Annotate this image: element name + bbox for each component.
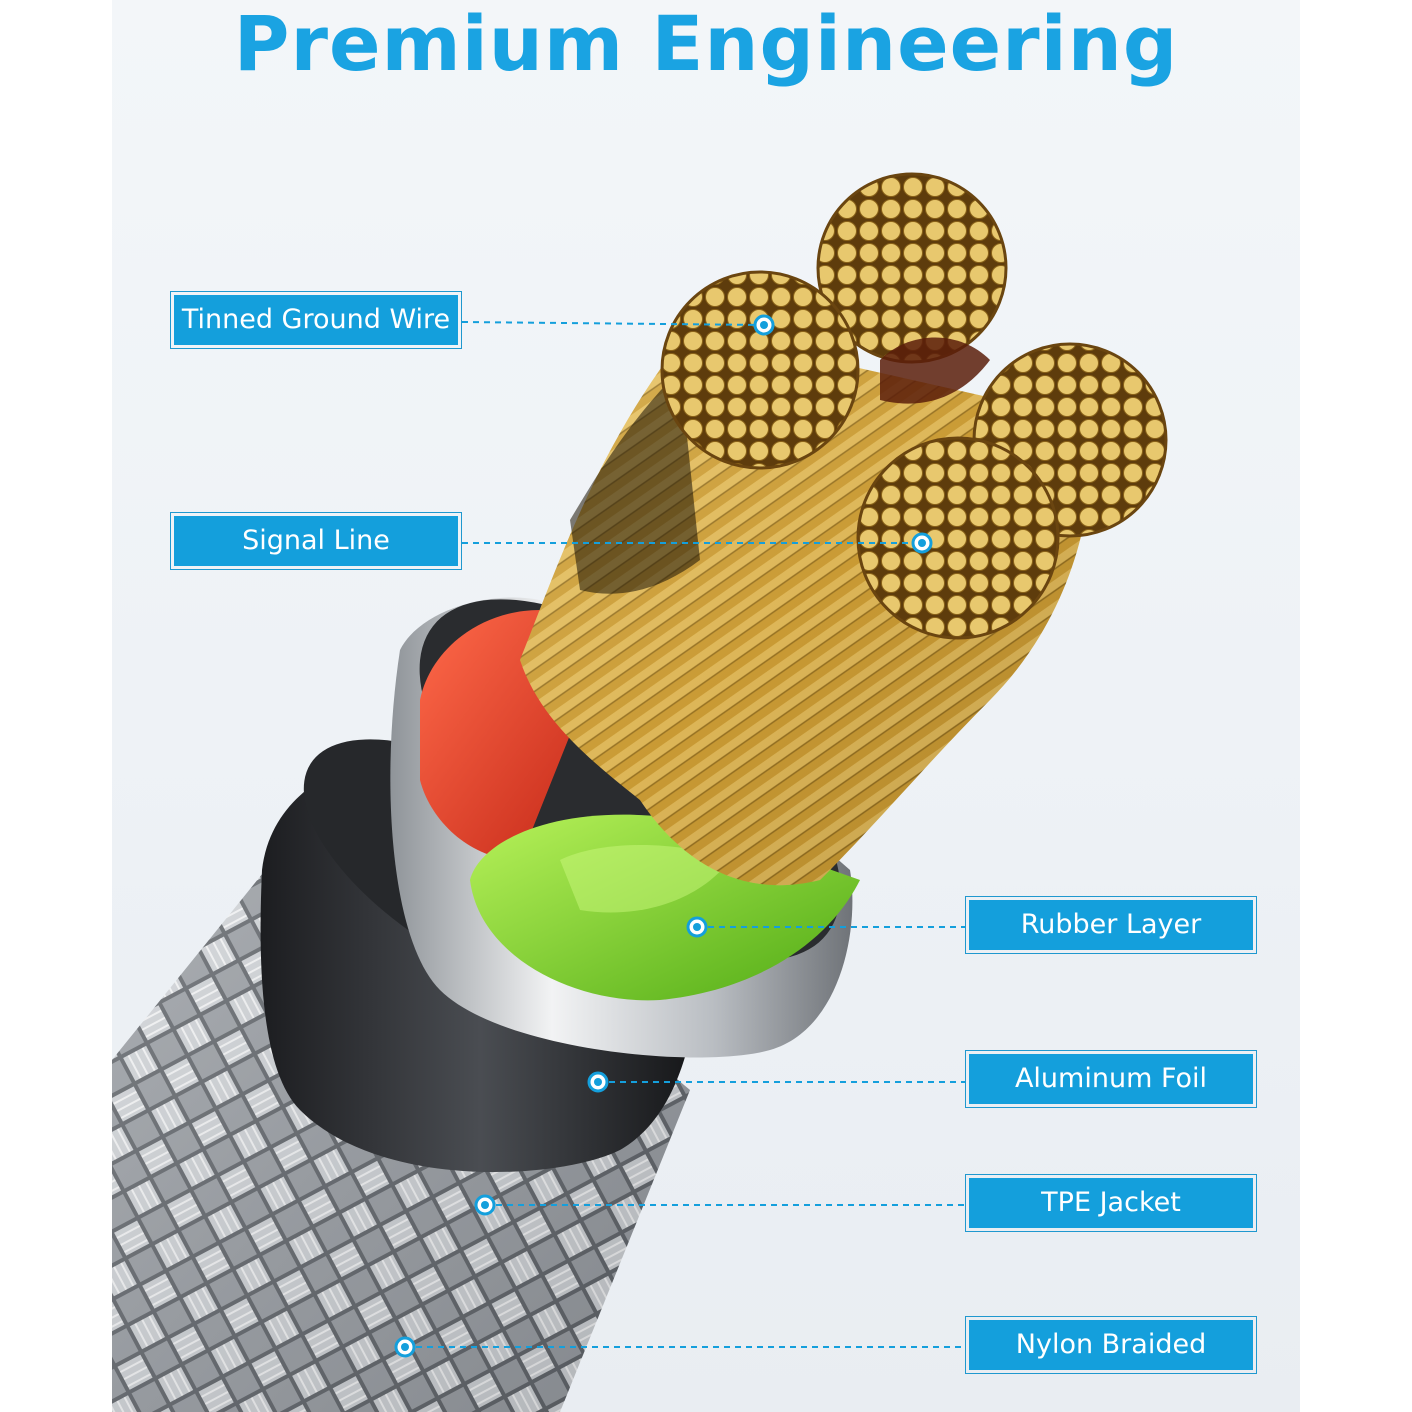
label-rubber-layer: Rubber Layer (965, 896, 1257, 954)
label-text: Nylon Braided (969, 1320, 1253, 1370)
page-title: Premium Engineering (233, 0, 1179, 88)
label-signal-line: Signal Line (170, 512, 462, 570)
label-text: TPE Jacket (969, 1178, 1253, 1228)
label-aluminum-foil: Aluminum Foil (965, 1050, 1257, 1108)
leader-lines (405, 321, 965, 1348)
label-text: Signal Line (174, 516, 458, 566)
anchor-dots (394, 314, 933, 1358)
label-tinned-ground-wire: Tinned Ground Wire (170, 291, 462, 349)
label-nylon-braided: Nylon Braided (965, 1316, 1257, 1374)
wire-bundle-ends (660, 172, 1168, 640)
label-text: Aluminum Foil (969, 1054, 1253, 1104)
label-tpe-jacket: TPE Jacket (965, 1174, 1257, 1232)
label-text: Tinned Ground Wire (174, 295, 458, 345)
label-text: Rubber Layer (969, 900, 1253, 950)
